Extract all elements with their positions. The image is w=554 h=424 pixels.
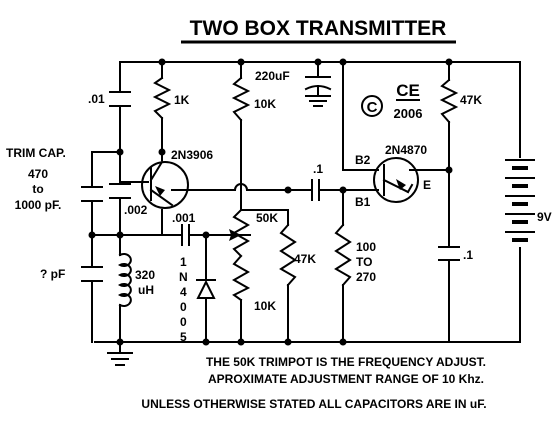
label-r-100-3: 270 [356, 270, 376, 284]
note-line-2: APROXIMATE ADJUSTMENT RANGE OF 10 Khz. [208, 372, 484, 386]
transistor-q1 [141, 160, 189, 209]
label-c-001: .001 [172, 211, 196, 225]
label-q2: 2N4870 [385, 143, 427, 157]
label-trim-cap-4: 1000 pF. [15, 198, 62, 212]
label-l-value: 320 [135, 268, 155, 282]
label-pot-50k: 50K [256, 211, 278, 225]
ground-symbol [107, 352, 133, 366]
label-l-unit: uH [138, 283, 154, 297]
label-b1: B1 [355, 195, 371, 209]
resistor-1k [152, 76, 172, 120]
resistor-47k-mid [279, 223, 297, 287]
label-e: E [423, 178, 431, 192]
label-diode-3: 0 [180, 300, 187, 314]
label-c-01-mid: .1 [313, 162, 323, 176]
capacitor-c-220 [304, 76, 332, 107]
diagram-title: TWO BOX TRANSMITTER [190, 17, 447, 40]
label-r-47k-mid: 47K [294, 252, 316, 266]
ce-mark: CE [396, 81, 420, 100]
capacitor-c-top-left [109, 91, 131, 107]
label-diode-0: 1 [180, 255, 187, 269]
battery-9v [505, 159, 535, 242]
resistor-47k-right [439, 78, 459, 124]
label-trim-cap-1: TRIM CAP. [6, 146, 66, 160]
label-q1: 2N3906 [171, 148, 213, 162]
copyright-year: 2006 [394, 106, 423, 121]
junction-dots [88, 58, 453, 346]
label-r-10k-top: 10K [254, 97, 276, 111]
label-c-01-right: .1 [463, 248, 473, 262]
capacitor-c-001 [181, 224, 190, 246]
resistor-10k-bottom [231, 254, 251, 302]
notes: THE 50K TRIMPOT IS THE FREQUENCY ADJUST.… [141, 355, 486, 411]
label-diode-5: 5 [180, 330, 187, 344]
note-line-3: UNLESS OTHERWISE STATED ALL CAPACITORS A… [141, 397, 486, 411]
label-r-100-2: TO [356, 255, 372, 269]
pot-wiper-arrow [205, 229, 241, 241]
note-line-1: THE 50K TRIMPOT IS THE FREQUENCY ADJUST. [206, 355, 486, 369]
label-diode-1: N [179, 270, 188, 284]
capacitor-c-002 [109, 183, 131, 199]
label-c-002: .002 [124, 203, 148, 217]
label-b2: B2 [355, 153, 371, 167]
label-c-220: 220uF [255, 69, 290, 83]
label-c-top-left: .01 [88, 92, 105, 106]
copyright-mark: C CE 2006 [361, 81, 423, 121]
diode-1n4005 [196, 279, 216, 299]
label-diode-4: 0 [180, 315, 187, 329]
label-r-10k-bottom: 10K [254, 299, 276, 313]
capacitor-c-01-right [438, 246, 460, 261]
capacitor-c-pf [81, 266, 103, 282]
label-diode-2: 4 [180, 285, 187, 299]
inductor-320uh [117, 253, 132, 307]
label-r-100-1: 100 [356, 240, 376, 254]
resistor-100-270 [334, 223, 352, 287]
label-trim-cap-2: 470 [28, 167, 48, 181]
label-r-1k: 1K [174, 93, 190, 107]
resistor-10k-top [231, 76, 251, 122]
copyright-c: C [367, 99, 378, 116]
transistor-q2 [373, 157, 419, 203]
label-r-47k-right: 47K [460, 93, 482, 107]
label-battery: 9V [537, 210, 552, 224]
capacitor-trim [81, 186, 103, 202]
component-labels: .01 1K TRIM CAP. 470 to 1000 pF. 2N3906 … [6, 69, 552, 344]
label-c-pf: ? pF [40, 267, 65, 281]
label-trim-cap-3: to [32, 182, 43, 196]
capacitor-c-01-mid [311, 179, 320, 201]
